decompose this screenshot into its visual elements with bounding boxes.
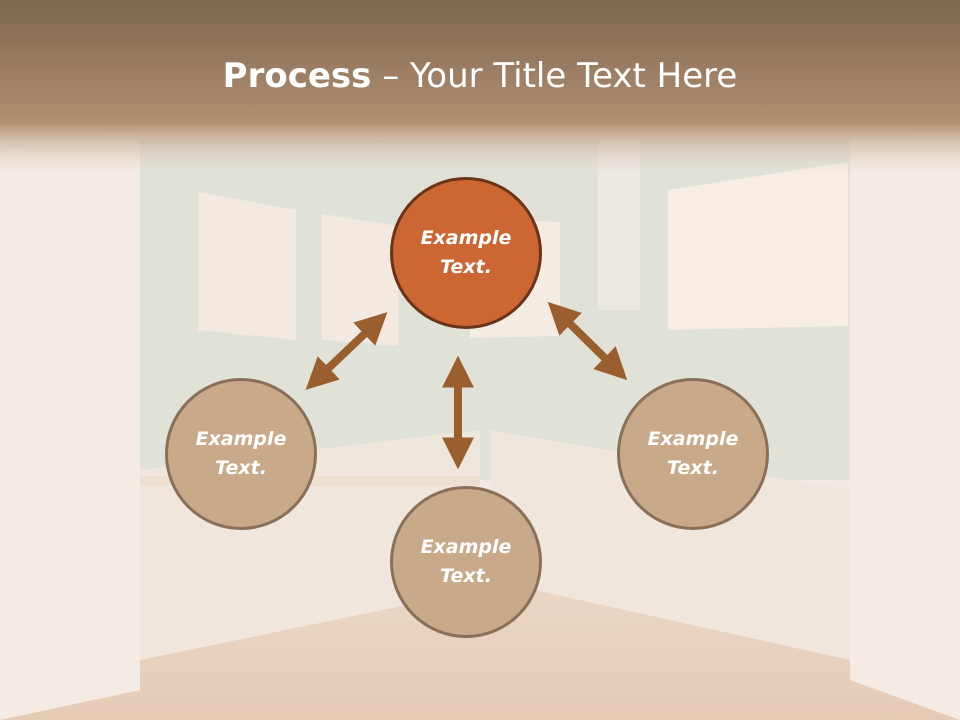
node-left: Example Text. [165,378,317,530]
title-bold: Process [222,56,372,96]
node-bottom: Example Text. [390,486,542,638]
title-dash: – [371,56,411,96]
node-top-line1: Example [420,227,512,249]
title-rest: Your Title Text Here [410,56,738,96]
node-top-line2: Text. [440,256,492,278]
arrow-left-top [305,312,388,390]
node-bottom-line2: Text. [440,565,492,587]
node-bottom-line1: Example [420,536,512,558]
arrow-top-right [547,301,628,381]
node-right: Example Text. [617,378,769,530]
node-left-line2: Text. [215,457,267,479]
node-top: Example Text. [390,177,542,329]
node-right-line2: Text. [667,457,719,479]
node-right-line1: Example [647,428,739,450]
node-left-line1: Example [195,428,287,450]
slide-title: Process – Your Title Text Here [0,54,960,98]
